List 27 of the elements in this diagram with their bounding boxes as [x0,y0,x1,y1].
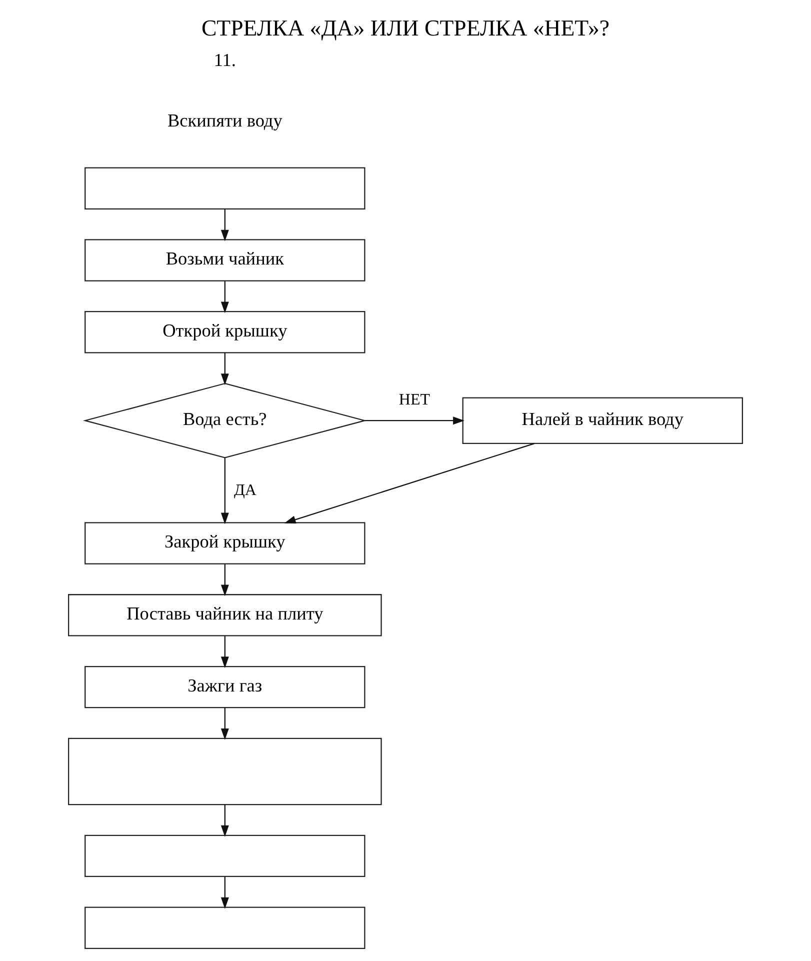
node-box [84,167,366,210]
arrow [220,876,229,909]
arrow [220,352,229,386]
arrow [220,804,229,837]
node-box: Поставь чайник на плиту [68,594,382,636]
arrow [220,708,229,740]
edge-label: ДА [234,482,256,499]
arrow [220,458,229,524]
diagram-title: СТРЕЛКА «ДА» ИЛИ СТРЕЛКА «НЕТ»? [201,15,610,40]
arrow [220,636,229,668]
arrow [220,564,229,596]
node-box: Зажги газ [84,666,366,708]
arrow [284,443,534,524]
node-box [84,834,366,878]
label: 11. [214,50,236,70]
node-diamond: Вода есть? [82,382,367,458]
node-box: Закрой крышку [84,522,366,564]
node-box [68,738,382,806]
edge-label: НЕТ [398,391,430,408]
arrow [220,209,229,242]
node-box: Налей в чайник воду [462,397,743,444]
label: Вскипяти воду [167,110,282,131]
node-box [84,906,366,949]
node-box: Открой крышку [84,311,366,354]
arrow [220,281,229,314]
node-box: Возьми чайник [84,239,366,282]
arrow [365,416,464,425]
